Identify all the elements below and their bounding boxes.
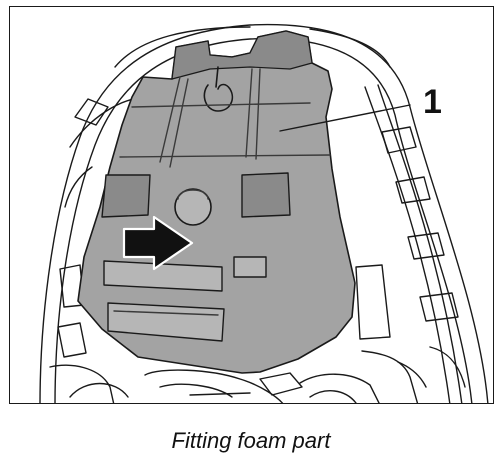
seat-frame-outline: [39, 23, 489, 403]
foam-part: [77, 30, 356, 374]
seat-frame-ribs-right: [355, 84, 466, 403]
figure-caption: Fitting foam part: [171, 428, 331, 453]
callout-label-1: 1: [423, 83, 442, 121]
seat-frame-bottom: [144, 369, 380, 403]
seat-frame-ribs-left: [49, 96, 146, 403]
callout-leader-line: [279, 104, 411, 132]
push-direction-arrow-icon: [122, 215, 194, 271]
seat-frame-drawing: [39, 23, 489, 403]
foam-mounting-hole: [174, 188, 212, 226]
diagram-frame: 1: [9, 6, 494, 404]
